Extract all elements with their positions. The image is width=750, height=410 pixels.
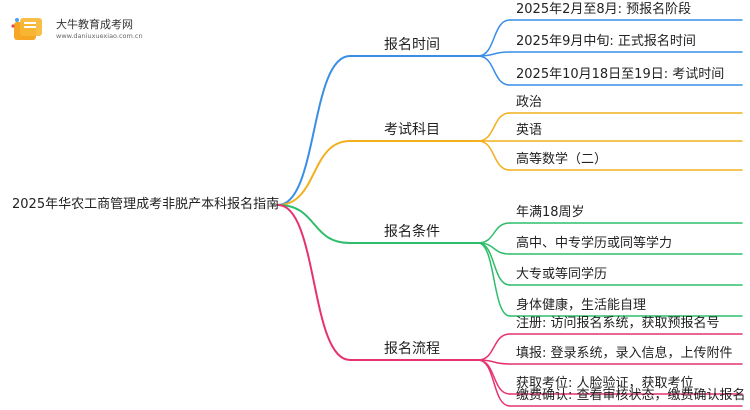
leaf-link-1-3 xyxy=(477,55,511,86)
branch-label-2: 考试科目 xyxy=(384,122,440,138)
leaf-item-2-1: 政治 xyxy=(516,95,543,110)
book-logo-icon xyxy=(11,18,42,40)
mindmap-links xyxy=(271,19,743,407)
logo-name: 大牛教育成考网 xyxy=(56,18,133,31)
leaf-link-4-4 xyxy=(477,359,511,407)
leaf-link-3-4 xyxy=(477,242,511,317)
leaf-item-4-3: 获取考位: 人脸验证，获取考位 xyxy=(516,376,694,391)
logo-url: www.daniuxuexiao.com.cn xyxy=(56,32,143,40)
leaf-item-4-2: 填报: 登录系统，录入信息，上传附件 xyxy=(516,346,733,361)
leaf-item-3-2: 高中、中专学历或同等学力 xyxy=(516,236,673,251)
branch-link-4 xyxy=(277,204,351,361)
leaf-item-4-1: 注册: 访问报名系统，获取预报名号 xyxy=(516,316,720,331)
leaf-link-4-3 xyxy=(477,359,511,395)
leaf-item-3-1: 年满18周岁 xyxy=(516,205,585,220)
branch-link-2 xyxy=(277,140,351,206)
leaf-item-1-1: 2025年2月至8月: 预报名阶段 xyxy=(516,2,692,17)
leaf-link-1-2 xyxy=(477,51,511,57)
branch-label-3: 报名条件 xyxy=(384,224,440,240)
leaf-link-3-1 xyxy=(477,222,511,244)
branch-label-4: 报名流程 xyxy=(384,341,440,357)
branch-link-3 xyxy=(277,204,351,244)
leaf-item-3-3: 大专或等同学历 xyxy=(516,267,608,282)
leaf-link-2-1 xyxy=(477,112,511,142)
leaf-link-2-3 xyxy=(477,140,511,171)
leaf-item-2-2: 英语 xyxy=(516,123,543,138)
branch-link-1 xyxy=(277,55,351,206)
leaf-link-4-1 xyxy=(477,333,511,361)
leaf-item-2-3: 高等数学（二） xyxy=(516,152,608,167)
leaf-link-1-1 xyxy=(477,19,511,57)
leaf-item-4-4: 缴费确认: 查看审核状态，缴费确认报名 xyxy=(516,388,746,403)
leaf-item-1-3: 2025年10月18日至19日: 考试时间 xyxy=(516,67,725,82)
root-topic: 2025年华农工商管理成考非脱产本科报名指南 xyxy=(12,197,280,212)
leaf-item-3-4: 身体健康，生活能自理 xyxy=(516,298,647,313)
leaf-item-1-2: 2025年9月中旬: 正式报名时间 xyxy=(516,34,696,49)
branch-label-1: 报名时间 xyxy=(384,37,440,53)
site-logo: 大牛教育成考网 www.daniuxuexiao.com.cn xyxy=(8,8,168,48)
